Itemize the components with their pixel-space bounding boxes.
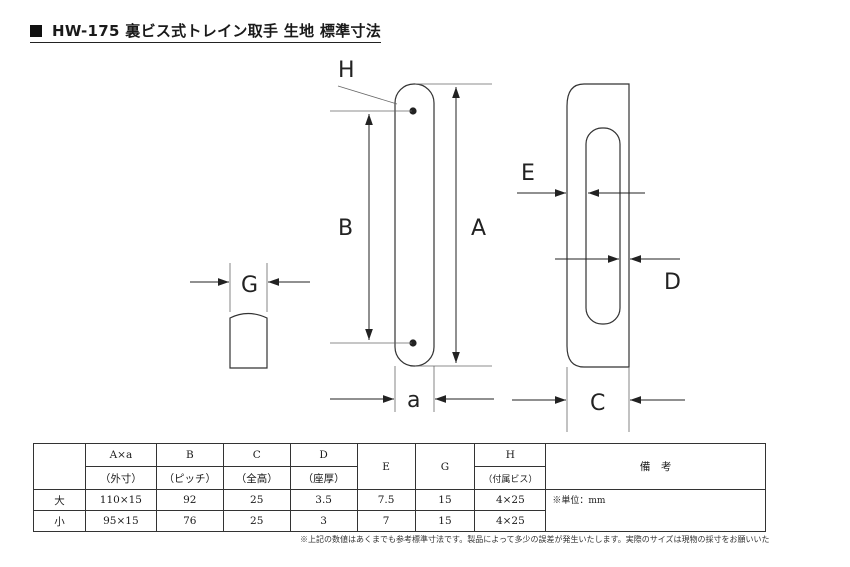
screw-hole-bottom	[409, 339, 417, 347]
cell-D: 3	[289, 510, 358, 532]
header-B-sub: （ピッチ）	[155, 466, 224, 490]
cell-C: 25	[222, 510, 291, 532]
table-row: 小 95×15 76 25 3 7 15 4×25	[33, 510, 766, 532]
header-H-sub: （付属ビス）	[474, 466, 547, 490]
cell-H: 4×25	[474, 489, 547, 511]
front-view	[394, 83, 435, 367]
cell-B: 92	[155, 489, 224, 511]
header-B: B	[155, 443, 224, 467]
header-H: H	[474, 443, 547, 467]
footnote: ※上記の数値はあくまでも参考標準寸法です。製品によって多少の誤差が発生いたします…	[300, 535, 770, 544]
cell-B: 76	[155, 510, 224, 532]
title-bullet-icon	[30, 25, 42, 37]
cell-C: 25	[222, 489, 291, 511]
label-B: B	[338, 216, 353, 241]
cell-Axa: 95×15	[84, 510, 157, 532]
header-empty-cell	[33, 443, 86, 490]
header-remarks: 備 考	[545, 443, 766, 490]
cell-E: 7.5	[356, 489, 416, 511]
front-dimension-arrows	[330, 87, 494, 403]
cross-section-body	[229, 312, 268, 369]
dimension-drawing: H B A a G E D C	[190, 58, 685, 432]
table-header-row-1: A×a B C D E G H 備 考	[33, 443, 766, 490]
label-G: G	[241, 273, 258, 298]
side-extension-lines	[566, 367, 630, 432]
front-extension-lines	[330, 83, 492, 412]
header-C: C	[222, 443, 291, 467]
header-D-sub: （座厚）	[289, 466, 358, 490]
table-header-row-2: （外寸） （ピッチ） （全高） （座厚） （付属ビス）	[34, 466, 766, 490]
front-view-body	[394, 83, 435, 367]
header-C-sub: （全高）	[222, 466, 291, 490]
label-E: E	[521, 161, 535, 186]
side-view-recess	[585, 127, 621, 325]
label-A: A	[471, 216, 486, 241]
cross-section-view	[229, 312, 268, 369]
cell-H: 4×25	[474, 510, 547, 532]
label-a: a	[407, 388, 420, 413]
page-title: HW-175 裏ビス式トレイン取手 生地 標準寸法	[30, 20, 382, 43]
header-Axa: A×a	[84, 443, 157, 467]
cell-G: 15	[414, 489, 476, 511]
header-D: D	[289, 443, 358, 467]
header-Axa-sub: （外寸）	[84, 466, 157, 490]
side-dimension-arrows	[512, 189, 685, 404]
page-title-text: HW-175 裏ビス式トレイン取手 生地 標準寸法	[52, 22, 382, 40]
cell-Axa: 110×15	[84, 489, 157, 511]
table-row: 大 110×15 92 25 3.5 7.5 15 4×25 ※単位：mm	[33, 489, 766, 532]
header-G: G	[414, 443, 476, 490]
label-C: C	[590, 391, 605, 416]
spec-table: A×a B C D E G H 備 考 （外寸） （ピッチ） （全高） （座厚）…	[33, 443, 766, 532]
remarks-cell: ※単位：mm	[545, 489, 766, 532]
cell-E: 7	[356, 510, 416, 532]
side-view	[566, 83, 630, 368]
screw-hole-top	[409, 107, 417, 115]
row-size-large: 大	[33, 489, 86, 511]
cell-D: 3.5	[289, 489, 358, 511]
header-E: E	[356, 443, 416, 490]
section-extension-lines	[229, 263, 268, 312]
row-size-small: 小	[33, 510, 86, 532]
label-D: D	[664, 270, 681, 295]
side-view-body	[566, 83, 630, 368]
cell-G: 15	[414, 510, 476, 532]
label-H: H	[338, 58, 355, 83]
